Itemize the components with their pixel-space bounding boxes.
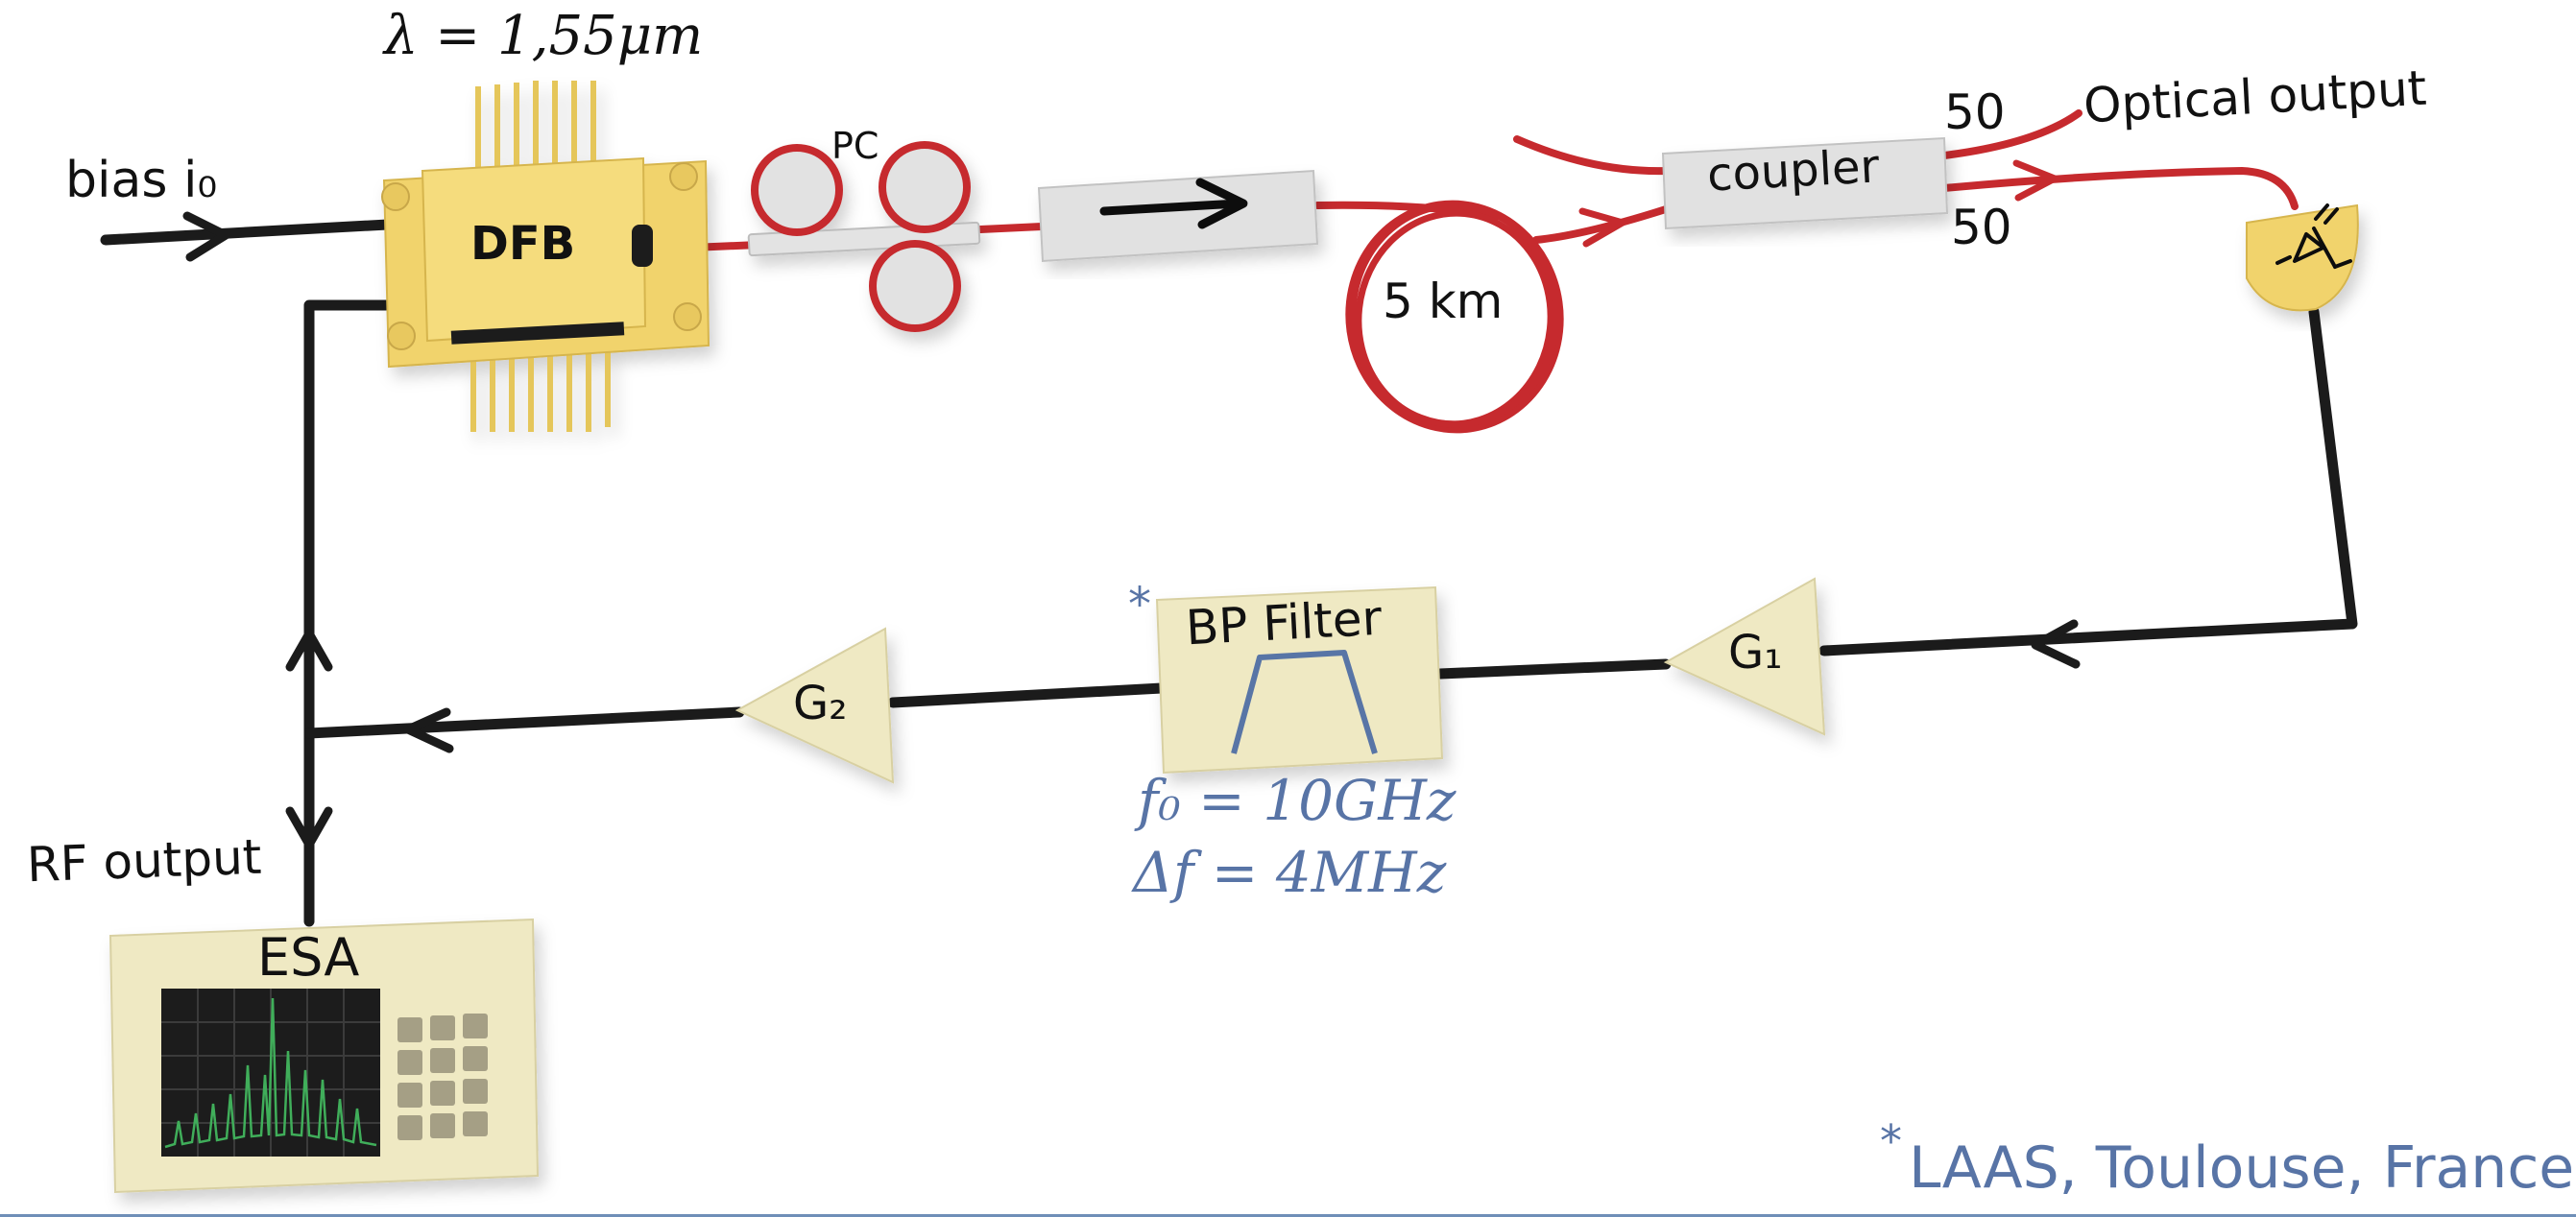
photodiode-to-g1-wire <box>1818 306 2358 656</box>
fiber-coupler <box>1661 136 1949 230</box>
wavelength-label: λ = 1,55μm <box>384 5 704 67</box>
fiber-coupler-output-bottom <box>1940 166 2299 210</box>
fiber-coupler-output-top <box>1940 109 2082 159</box>
g2-triangle <box>734 627 895 784</box>
filter-to-g2-wire <box>887 682 1168 708</box>
g1-label: G₁ <box>1728 626 1783 680</box>
dfb-label: DFB <box>470 217 576 271</box>
fiber-length-label: 5 km <box>1383 274 1504 329</box>
bias-label: bias i₀ <box>65 152 218 209</box>
bandpass-filter-icon <box>1231 650 1378 754</box>
arrow-right-icon <box>1099 178 1248 229</box>
g1-to-filter-wire <box>1434 658 1672 680</box>
return-arrow-icon <box>2031 619 2081 669</box>
rf-output-label: RF output <box>26 828 263 894</box>
fiber-coupler-input-top <box>1513 135 1670 176</box>
bp-filter-mark: * <box>1128 578 1151 632</box>
coupler-port-top-label: 50 <box>1944 84 2006 140</box>
esa-instrument <box>108 918 540 1194</box>
dfb-top-pins <box>475 81 596 178</box>
feedback-wire-to-dfb <box>303 299 428 745</box>
dfb-laser <box>381 81 710 432</box>
coupler-body <box>1661 136 1949 230</box>
wire-arrowheads <box>182 211 2081 849</box>
electrical-wires <box>100 217 2358 927</box>
g2-out-arrow-icon <box>403 707 454 753</box>
bp-filter <box>1155 585 1444 775</box>
amplifier-g2 <box>734 627 895 784</box>
esa-spectrum-trace <box>164 997 377 1149</box>
fiber-spool-to-coupler <box>1532 205 1670 244</box>
coupler-label: coupler <box>1705 139 1881 203</box>
g2-to-junction-wire <box>303 706 745 739</box>
fiber-arrow-icon <box>1578 207 1626 248</box>
isolator-body <box>1037 169 1319 263</box>
center-frequency-label: f₀ = 10GHz <box>1138 768 1457 833</box>
pc-label: PC <box>831 125 879 167</box>
dfb-output-port <box>632 225 653 267</box>
bandwidth-label: Δf = 4MHz <box>1133 840 1447 905</box>
dfb-screws <box>381 162 702 350</box>
pc-paddles <box>751 141 971 332</box>
down-arrow-icon <box>285 806 333 849</box>
fiber-arrowheads <box>1578 159 2058 248</box>
amplifier-g1 <box>1663 577 1826 736</box>
g2-label: G₂ <box>793 677 848 730</box>
footnote-affiliation: LAAS, Toulouse, France <box>1909 1134 2575 1202</box>
bp-filter-box <box>1155 585 1444 775</box>
dfb-pin-strip <box>450 322 625 345</box>
polarization-controller <box>747 141 981 332</box>
esa-keypad <box>397 1014 488 1140</box>
coupler-port-bottom-label: 50 <box>1951 200 2012 255</box>
esa-label: ESA <box>257 927 360 988</box>
footnote-mark: * <box>1880 1115 1902 1167</box>
photodiode <box>2246 203 2359 312</box>
bias-wire <box>100 217 428 246</box>
fiber-spool-5km <box>1345 200 1564 434</box>
bias-arrow-icon <box>182 211 230 262</box>
fiber-arrow-icon <box>2012 159 2058 202</box>
g1-triangle <box>1663 577 1826 736</box>
photodiode-icon <box>2275 203 2352 269</box>
bottom-rule <box>0 1214 2576 1217</box>
optical-isolator <box>1037 169 1319 263</box>
up-arrow-icon <box>285 629 333 672</box>
dfb-bottom-pins <box>470 331 611 432</box>
bp-filter-label: BP Filter <box>1184 589 1384 656</box>
dfb-body <box>421 156 647 343</box>
